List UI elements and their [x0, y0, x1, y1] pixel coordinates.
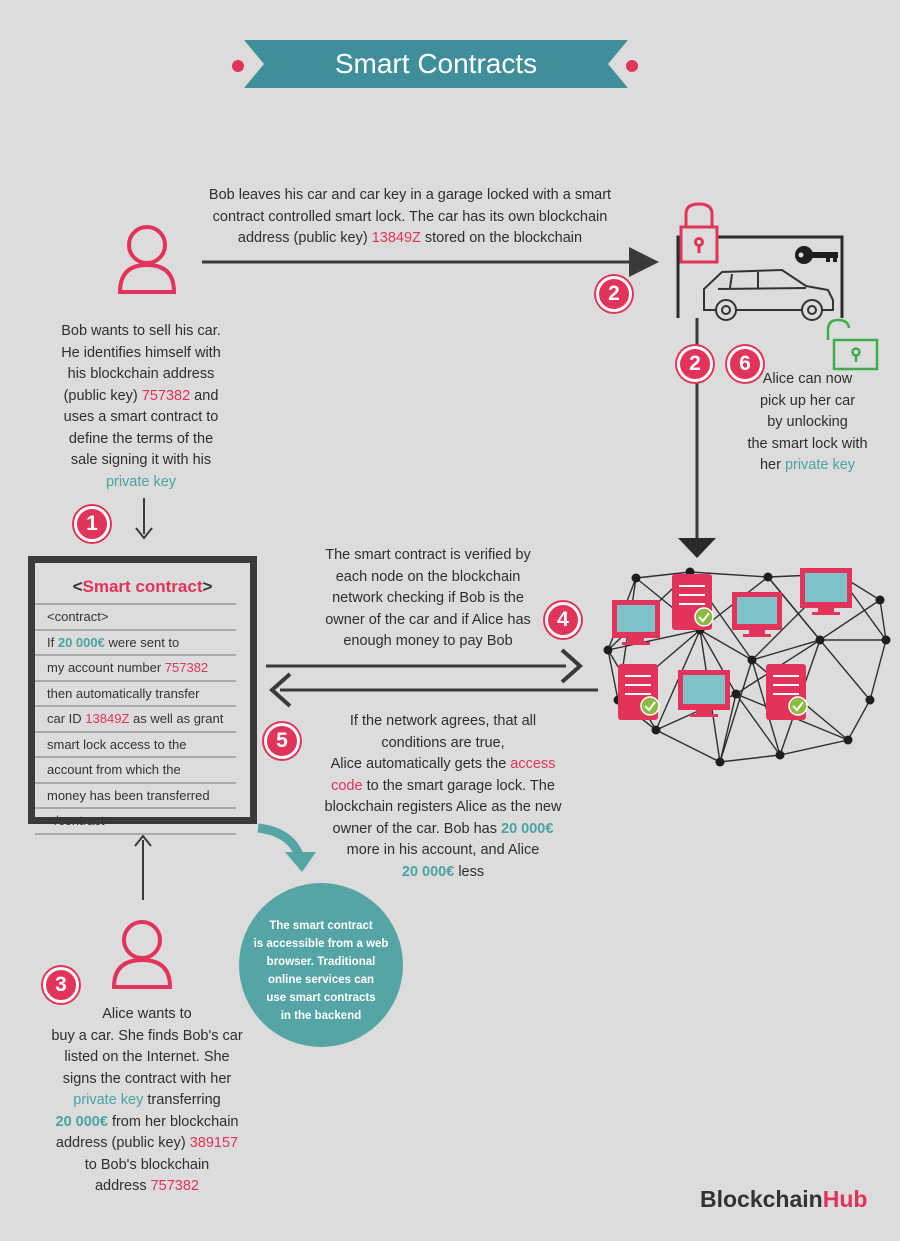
- contract-line: account from which the: [35, 758, 236, 784]
- server-icon: [618, 664, 660, 720]
- step-badge-2-top: 2: [596, 276, 632, 312]
- key-icon: [795, 246, 838, 264]
- smart-contract-title: <Smart contract>: [72, 577, 213, 596]
- computer-icon: [800, 568, 852, 615]
- contract-line: If 20 000€ were sent to: [35, 631, 236, 656]
- alice-unlock-text: Alice can now pick up her car by unlocki…: [747, 371, 868, 473]
- contract-line: <contract>: [35, 605, 236, 631]
- web-access-bubble: The smart contract is accessible from a …: [239, 883, 403, 1047]
- alice-buy-text: Alice wants to buy a car. She finds Bob'…: [51, 1006, 243, 1194]
- contract-line: my account number 757382: [35, 656, 236, 682]
- bob-garage-text: Bob leaves his car and car key in a gara…: [208, 187, 612, 246]
- unlocked-padlock-icon: [826, 318, 879, 371]
- step-badge-4: 4: [545, 602, 581, 638]
- contract-line: money has been transferred: [35, 784, 236, 809]
- contract-line: then automatically transfer: [35, 682, 236, 707]
- smart-contract-box: <Smart contract> <contract> If 20 000€ w…: [28, 556, 257, 835]
- computer-icon: [678, 670, 730, 717]
- page-title: Smart Contracts: [334, 48, 538, 79]
- step-badge-2-side: 2: [677, 346, 713, 382]
- bob-sell-text: Bob wants to sell his car. He identifies…: [61, 323, 221, 490]
- step-badge-1: 1: [74, 506, 110, 542]
- brand-logo: BlockchainHub: [700, 1186, 868, 1212]
- garage: [676, 202, 879, 371]
- title-banner: [232, 40, 638, 88]
- agree-text: If the network agrees, that all conditio…: [324, 713, 562, 880]
- padlock-icon: [679, 202, 719, 264]
- server-icon: [672, 574, 714, 630]
- computer-icon: [732, 592, 782, 637]
- step-badge-3: 3: [43, 967, 79, 1003]
- contract-line: smart lock access to the: [35, 733, 236, 758]
- computer-icon: [612, 600, 660, 645]
- verify-text: The smart contract is verified by each n…: [325, 547, 531, 649]
- contract-line: </contract>: [35, 809, 236, 835]
- step-badge-6: 6: [727, 346, 763, 382]
- bob-user-icon: [117, 225, 177, 294]
- server-icon: [766, 664, 808, 720]
- step-badge-5: 5: [264, 723, 300, 759]
- teal-arrow: [257, 823, 316, 872]
- alice-user-icon: [111, 920, 173, 989]
- contract-line: car ID 13849Z as well as grant: [35, 707, 236, 733]
- car-icon: [703, 268, 834, 321]
